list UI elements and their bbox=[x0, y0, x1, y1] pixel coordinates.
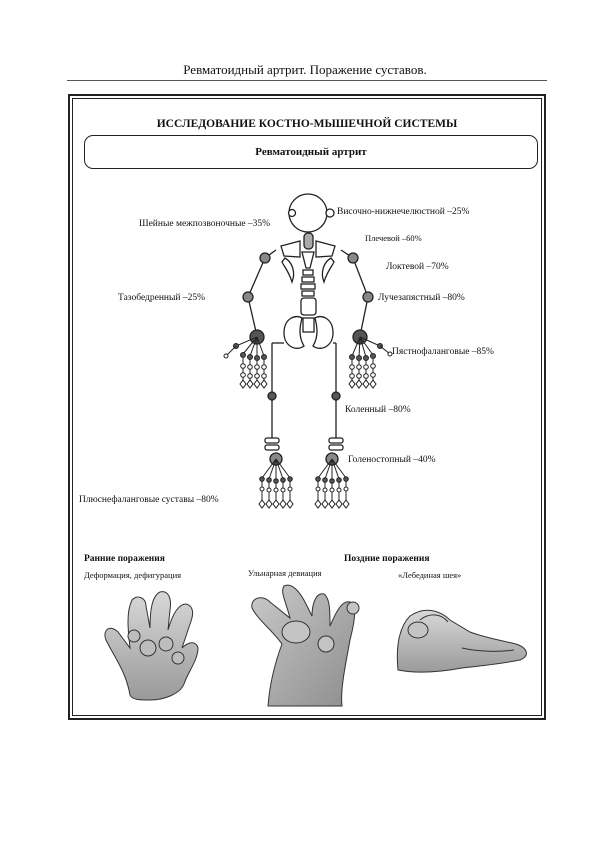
early-deformation-hand bbox=[105, 592, 198, 700]
ulnar-deviation-hand bbox=[252, 585, 359, 706]
swan-neck-hand bbox=[397, 610, 526, 672]
